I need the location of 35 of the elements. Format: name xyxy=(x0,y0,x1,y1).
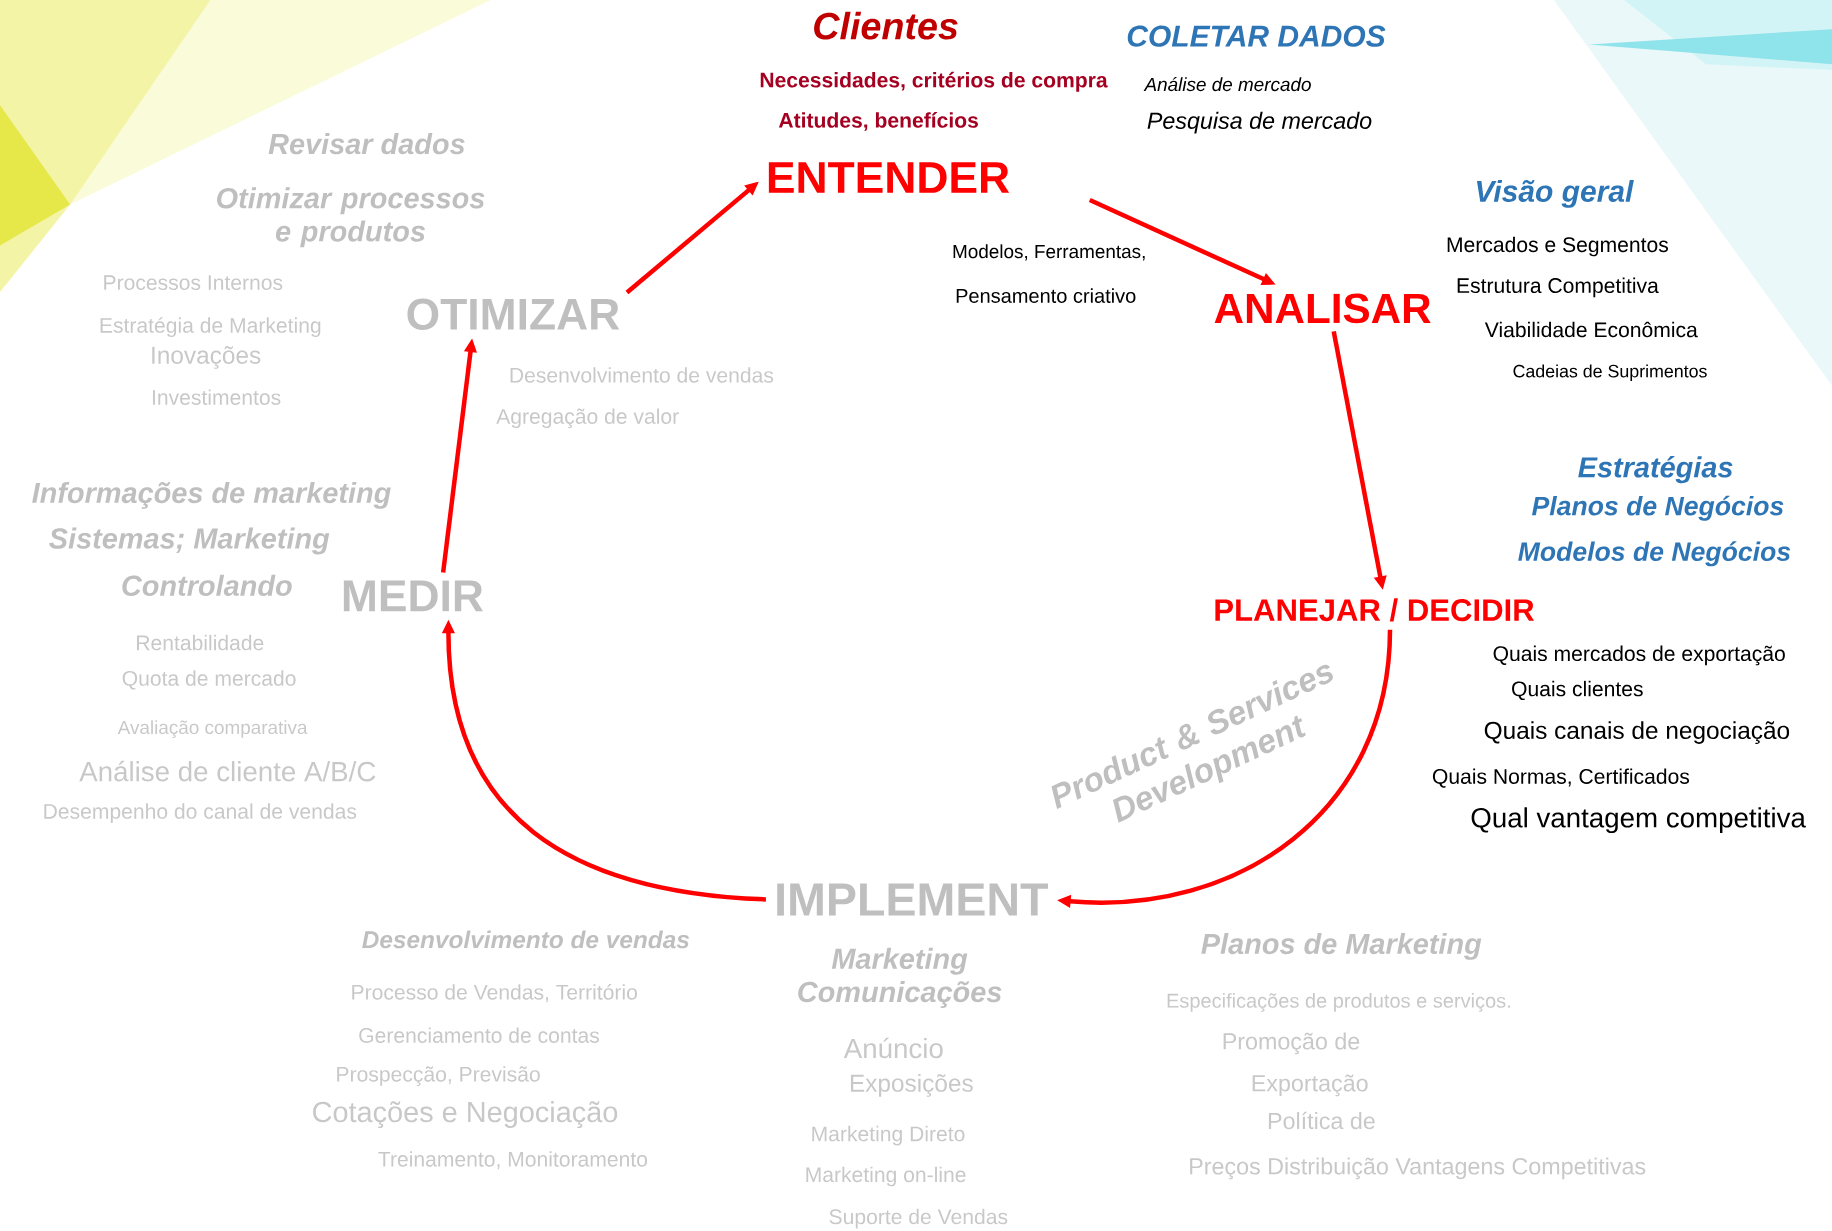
text-label: Necessidades, critérios de compra xyxy=(760,71,1108,92)
text-label: Estratégias xyxy=(1578,456,1733,484)
text-label: Viabilidade Econômica xyxy=(1484,321,1698,338)
step-label: MEDIR xyxy=(343,580,483,612)
text-label: Informações de marketing xyxy=(32,481,391,509)
text-label: Planos de Negócios xyxy=(1532,495,1784,521)
text-label: Quais clientes xyxy=(1512,680,1643,701)
text-label: Revisar dados xyxy=(268,133,465,155)
text-label: Análise de mercado xyxy=(1143,77,1311,92)
text-label: Atitudes, benefícios xyxy=(778,112,978,131)
text-label: Sistemas; Marketing xyxy=(49,527,330,555)
text-label: Quais mercados de exportação xyxy=(1493,645,1785,666)
text-label: Controlando xyxy=(122,574,292,596)
text-label: Quais Normas, Certificados xyxy=(1432,768,1690,788)
text-label: Quais canais de negociação xyxy=(1484,721,1790,744)
text-label: Clientes xyxy=(814,11,958,40)
step-label: ENTENDER xyxy=(768,162,1010,193)
text-label: Desenvolvimento de vendas xyxy=(362,930,689,949)
text-label: Modelos, Ferramentas, xyxy=(953,244,1145,261)
text-label: Otimizar processos e produtos xyxy=(217,187,485,248)
text-label: Pesquisa de mercado xyxy=(1147,111,1372,134)
text-label: Cadeias de Suprimentos xyxy=(1513,364,1707,381)
text-label: Mercados e Segmentos xyxy=(1447,236,1668,257)
step-label: OTIMIZAR xyxy=(407,298,620,330)
text-label: Visão geral xyxy=(1476,179,1634,208)
text-label: Qual vantagem competitiva xyxy=(1471,807,1806,834)
step-label: PLANEJAR / DECIDIR xyxy=(1215,598,1534,622)
text-label: Pensamento criativo xyxy=(956,288,1136,303)
text-label: Planos de Marketing xyxy=(1201,932,1482,960)
text-label: Marketing Comunicações xyxy=(798,947,1002,1008)
step-label: ANALISAR xyxy=(1214,293,1431,324)
text-label: Estrutura Competitiva xyxy=(1457,277,1659,298)
text-label: Modelos de Negócios xyxy=(1518,541,1791,567)
step-label: IMPLEMENT xyxy=(777,883,1048,916)
text-label: COLETAR DADOS xyxy=(1127,25,1386,47)
